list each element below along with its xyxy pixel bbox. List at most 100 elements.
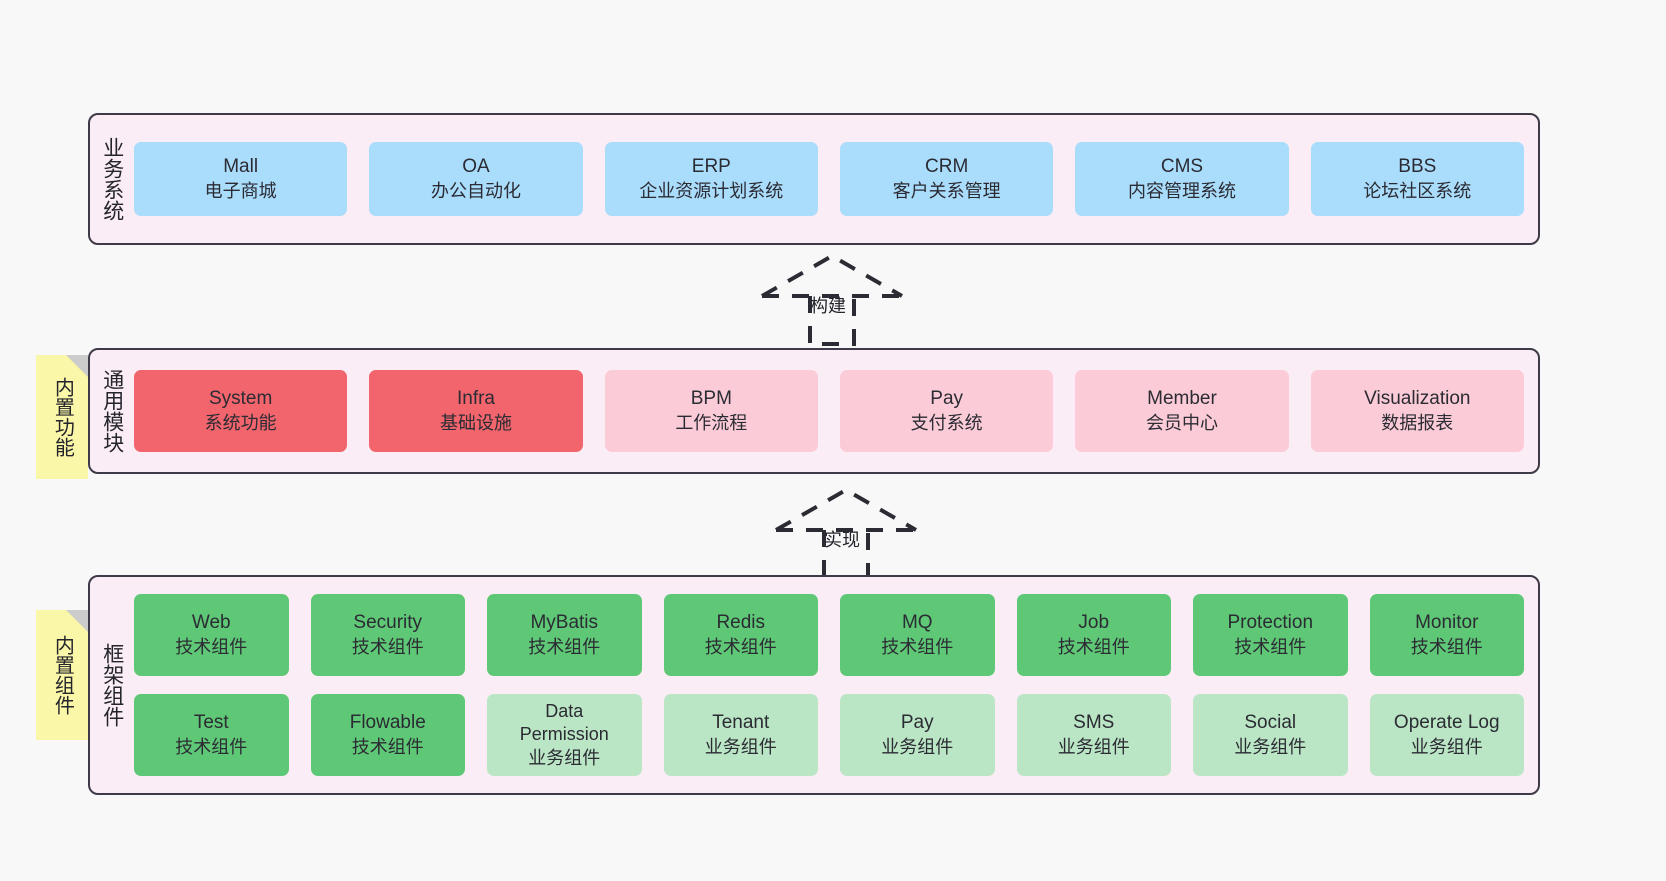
module-card-protection[interactable]: Protection 技术组件 xyxy=(1193,594,1348,676)
module-desc: 业务组件 xyxy=(1410,736,1483,757)
layer-row: System 系统功能 Infra 基础设施 BPM 工作流程 Pay 支付系统… xyxy=(134,370,1524,452)
module-name: System xyxy=(208,388,273,410)
module-card-visualization[interactable]: Visualization 数据报表 xyxy=(1310,370,1524,452)
module-desc: 数据报表 xyxy=(1381,412,1454,433)
module-name: Flowable xyxy=(349,712,426,734)
layer-title-business-system: 业务系统 xyxy=(100,137,124,221)
module-card-mall[interactable]: Mall 电子商城 xyxy=(134,142,348,216)
module-desc: 技术组件 xyxy=(881,636,954,657)
module-card-crm[interactable]: CRM 客户关系管理 xyxy=(839,142,1054,216)
layer-row: Mall 电子商城 OA 办公自动化 ERP 企业资源计划系统 CRM 客户关系… xyxy=(134,142,1524,216)
module-card-security[interactable]: Security 技术组件 xyxy=(310,594,465,676)
arrow-build: 构建 xyxy=(752,248,912,348)
layer-body-business-system: Mall 电子商城 OA 办公自动化 ERP 企业资源计划系统 CRM 客户关系… xyxy=(134,115,1538,243)
module-desc: 技术组件 xyxy=(704,636,777,657)
module-card-mq[interactable]: MQ 技术组件 xyxy=(840,594,995,676)
module-desc: 技术组件 xyxy=(175,736,248,757)
module-name-line2: Permission xyxy=(519,724,609,745)
module-name: Member xyxy=(1147,388,1217,410)
module-card-bbs[interactable]: BBS 论坛社区系统 xyxy=(1310,142,1524,216)
module-name: BPM xyxy=(690,388,732,410)
layer-business-system: 业务系统 Mall 电子商城 OA 办公自动化 ERP 企业资源计划系统 CRM… xyxy=(88,113,1540,245)
module-name: BBS xyxy=(1398,156,1437,178)
module-card-pay[interactable]: Pay 支付系统 xyxy=(839,370,1054,452)
module-desc: 业务组件 xyxy=(1057,736,1130,757)
layer-body-common-module: System 系统功能 Infra 基础设施 BPM 工作流程 Pay 支付系统… xyxy=(134,350,1538,472)
module-card-member[interactable]: Member 会员中心 xyxy=(1075,370,1289,452)
module-name-line1: Data xyxy=(545,701,584,722)
module-name: Tenant xyxy=(712,712,770,734)
module-card-job[interactable]: Job 技术组件 xyxy=(1016,594,1171,676)
sticky-note-builtin-function: 内置功能 xyxy=(36,355,88,479)
module-card-redis[interactable]: Redis 技术组件 xyxy=(663,594,818,676)
module-desc: 业务组件 xyxy=(881,736,954,757)
module-name: Monitor xyxy=(1415,612,1479,634)
module-card-cms[interactable]: CMS 内容管理系统 xyxy=(1075,142,1289,216)
module-name: Social xyxy=(1244,712,1297,734)
module-name: Mall xyxy=(223,156,259,178)
note-fold-corner-icon xyxy=(66,355,88,377)
module-card-test[interactable]: Test 技术组件 xyxy=(134,694,289,776)
module-name: Pay xyxy=(900,712,934,734)
module-desc: 技术组件 xyxy=(1057,636,1130,657)
module-desc: 会员中心 xyxy=(1145,412,1218,433)
module-desc: 工作流程 xyxy=(675,412,748,433)
module-desc: 技术组件 xyxy=(1410,636,1483,657)
module-name: Infra xyxy=(456,388,495,410)
module-card-erp[interactable]: ERP 企业资源计划系统 xyxy=(604,142,818,216)
layer-title-common-module: 通用模块 xyxy=(100,369,124,453)
module-name: Test xyxy=(193,712,229,734)
module-name: Job xyxy=(1078,612,1110,634)
layer-framework-component: 框架组件 Web 技术组件 Security 技术组件 MyBatis 技术组件… xyxy=(88,575,1540,795)
module-desc: 技术组件 xyxy=(351,736,424,757)
module-name: MQ xyxy=(901,612,933,634)
module-desc: 技术组件 xyxy=(351,636,424,657)
sticky-note-label: 内置功能 xyxy=(51,377,74,457)
module-desc: 业务组件 xyxy=(528,747,601,768)
module-desc: 业务组件 xyxy=(1234,736,1307,757)
arrow-implement: 实现 xyxy=(766,482,926,582)
module-card-data-permission[interactable]: Data Permission 业务组件 xyxy=(487,694,642,776)
module-desc: 客户关系管理 xyxy=(892,180,1001,201)
module-name: CRM xyxy=(925,156,969,178)
module-name: CMS xyxy=(1160,156,1204,178)
module-desc: 论坛社区系统 xyxy=(1363,180,1472,201)
module-name: OA xyxy=(462,156,490,178)
module-name: Operate Log xyxy=(1393,712,1500,734)
layer-body-framework-component: Web 技术组件 Security 技术组件 MyBatis 技术组件 Redi… xyxy=(134,577,1538,793)
module-desc: 系统功能 xyxy=(204,412,277,433)
arrow-implement-label: 实现 xyxy=(824,530,860,550)
module-desc: 基础设施 xyxy=(439,412,512,433)
module-desc: 业务组件 xyxy=(704,736,777,757)
layer-row: Test 技术组件 Flowable 技术组件 Data Permission … xyxy=(134,694,1524,776)
arrow-build-label: 构建 xyxy=(810,296,846,316)
sticky-note-builtin-component: 内置组件 xyxy=(36,610,88,740)
module-card-sms[interactable]: SMS 业务组件 xyxy=(1016,694,1171,776)
layer-title-framework-component: 框架组件 xyxy=(100,643,124,727)
module-desc: 办公自动化 xyxy=(430,180,521,201)
module-card-oa[interactable]: OA 办公自动化 xyxy=(369,142,583,216)
module-name: Pay xyxy=(930,388,964,410)
module-card-mybatis[interactable]: MyBatis 技术组件 xyxy=(487,594,642,676)
module-name: Redis xyxy=(716,612,766,634)
module-card-monitor[interactable]: Monitor 技术组件 xyxy=(1369,594,1524,676)
arrow-build-icon xyxy=(761,253,903,346)
module-desc: 技术组件 xyxy=(528,636,601,657)
module-card-operate-log[interactable]: Operate Log 业务组件 xyxy=(1369,694,1524,776)
module-name: Protection xyxy=(1227,612,1314,634)
module-desc: 内容管理系统 xyxy=(1127,180,1236,201)
module-name: Web xyxy=(191,612,231,634)
module-card-system[interactable]: System 系统功能 xyxy=(134,370,348,452)
layer-common-module: 通用模块 System 系统功能 Infra 基础设施 BPM 工作流程 Pay… xyxy=(88,348,1540,474)
module-desc: 支付系统 xyxy=(910,412,983,433)
module-card-bpm[interactable]: BPM 工作流程 xyxy=(604,370,818,452)
module-card-flowable[interactable]: Flowable 技术组件 xyxy=(310,694,465,776)
module-card-infra[interactable]: Infra 基础设施 xyxy=(369,370,583,452)
module-card-social[interactable]: Social 业务组件 xyxy=(1193,694,1348,776)
module-name: MyBatis xyxy=(530,612,599,634)
module-card-pay-business[interactable]: Pay 业务组件 xyxy=(840,694,995,776)
module-card-web[interactable]: Web 技术组件 xyxy=(134,594,289,676)
module-card-tenant[interactable]: Tenant 业务组件 xyxy=(663,694,818,776)
module-name: Visualization xyxy=(1364,388,1471,410)
